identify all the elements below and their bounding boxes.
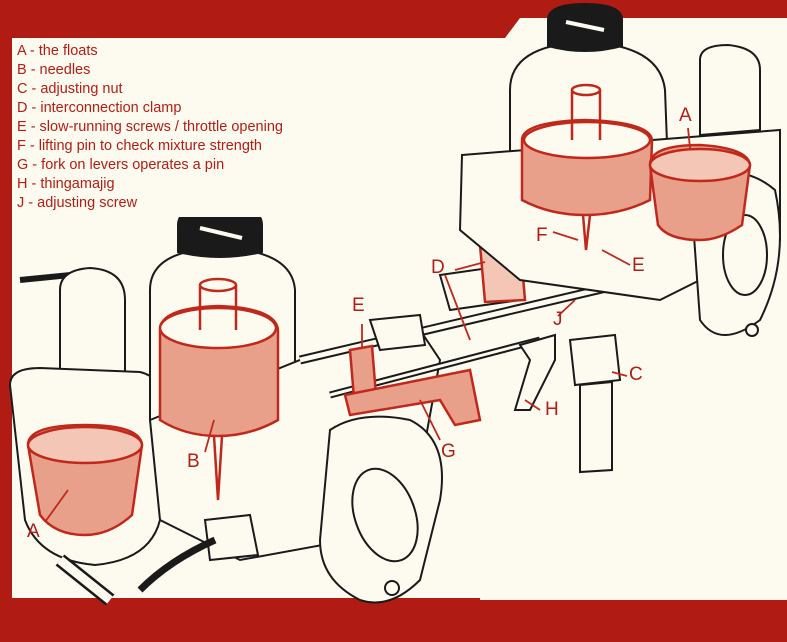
left-flange-port — [351, 467, 419, 563]
right-flange-bolt — [745, 323, 759, 337]
callout-e-right: E — [632, 255, 645, 276]
callout-a-left: A — [27, 521, 40, 542]
left-lower-pipe-inner — [57, 556, 113, 604]
fork-lever — [513, 333, 556, 411]
left-lever-red — [343, 368, 482, 427]
legend-item-j: J - adjusting screw — [17, 195, 138, 211]
callout-d: D — [431, 257, 445, 278]
leader-g — [419, 399, 441, 441]
lower-right-blank — [480, 470, 787, 600]
callout-a-right: A — [679, 105, 692, 126]
left-flange-bolt — [384, 580, 400, 596]
lower-red-band — [0, 598, 787, 642]
left-piston-rod — [198, 285, 238, 330]
left-float-stalk — [59, 266, 126, 402]
right-flange-port — [722, 214, 768, 296]
legend-item-g: G - fork on levers operates a pin — [17, 157, 225, 173]
left-dashpot-cap-slot — [199, 226, 243, 240]
callout-f: F — [536, 225, 548, 246]
leader-a-left — [44, 489, 69, 523]
right-dashpot-cap-slot — [565, 20, 605, 32]
legend-item-d: D - interconnection clamp — [17, 100, 182, 116]
left-piston-rod-top — [198, 277, 238, 293]
callout-h: H — [545, 399, 559, 420]
left-float-top — [26, 425, 144, 465]
callout-g: G — [441, 441, 456, 462]
leader-a-right — [687, 127, 691, 149]
right-piston-rim — [522, 120, 652, 160]
leader-h — [524, 399, 541, 411]
callout-b: B — [187, 451, 200, 472]
left-needle — [212, 435, 224, 501]
legend-item-h: H - thingamajig — [17, 176, 115, 192]
left-fuel-hose — [137, 536, 217, 593]
right-float-top — [648, 147, 752, 183]
right-jet-nut — [568, 333, 622, 387]
leader-b — [204, 419, 215, 453]
legend-item-f: F - lifting pin to check mixture strengt… — [17, 138, 262, 154]
throttle-spindle-inner — [299, 277, 641, 363]
left-lever — [368, 313, 427, 352]
leader-lines — [44, 127, 691, 523]
right-jet-stem — [579, 380, 613, 474]
callout-e-left: E — [352, 295, 365, 316]
callout-j: J — [553, 309, 563, 330]
left-piston-rim — [158, 306, 278, 350]
leader-c — [611, 371, 628, 377]
leader-d — [444, 261, 486, 341]
legend-item-a: A - the floats — [17, 43, 98, 59]
callout-c: C — [629, 364, 643, 385]
right-piston-rod — [570, 90, 602, 140]
left-piston-cutaway — [26, 277, 280, 537]
leader-e-right — [601, 249, 631, 266]
legend-item-b: B - needles — [17, 62, 91, 78]
right-needle — [581, 214, 592, 251]
right-piston-rod-top — [570, 83, 602, 97]
legend-panel: A - the floats B - needles C - adjusting… — [12, 39, 387, 217]
leader-f — [552, 231, 579, 241]
right-stalk — [699, 43, 761, 137]
right-piston-cutaway — [520, 83, 752, 251]
leader-j — [557, 299, 576, 317]
legend-item-e: E - slow-running screws / throttle openi… — [17, 119, 283, 135]
legend-item-c: C - adjusting nut — [17, 81, 123, 97]
